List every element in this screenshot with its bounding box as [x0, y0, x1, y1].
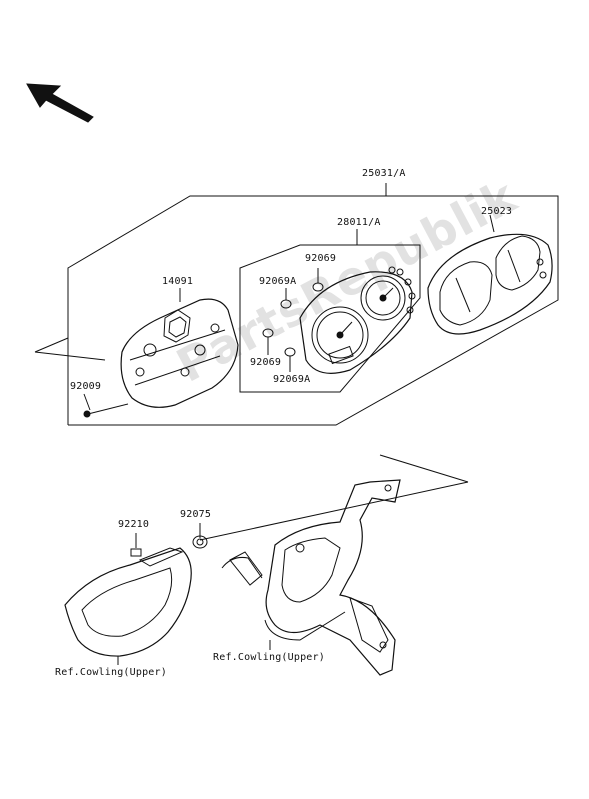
grommets-92069	[262, 268, 324, 372]
callout-25023: 25023	[481, 206, 513, 217]
front-direction-arrow-icon	[26, 83, 94, 123]
bolt-92210	[130, 548, 142, 557]
screw-92009	[83, 393, 129, 418]
callout-92009: 92009	[70, 381, 102, 392]
bracket-pointer-lines	[135, 454, 469, 548]
meter-housing-14091	[120, 288, 239, 408]
assembly-outline-25031a	[34, 183, 559, 426]
cowling-stay-bracket	[221, 479, 401, 676]
callout-92075: 92075	[180, 509, 212, 520]
callout-25031a: 25031/A	[362, 168, 406, 179]
bush-92075	[192, 535, 208, 549]
callout-92069a-bottom: 92069A	[273, 374, 311, 385]
cowling-upper-left	[64, 547, 192, 665]
meter-assembly-28011a	[299, 266, 416, 374]
callout-ref-cowling-right: Ref.Cowling(Upper)	[213, 652, 325, 663]
callout-92069-top: 92069	[305, 253, 337, 264]
callout-92069-bottom: 92069	[250, 357, 282, 368]
callout-92210: 92210	[118, 519, 150, 530]
callout-28011a: 28011/A	[337, 217, 381, 228]
callout-14091: 14091	[162, 276, 194, 287]
callout-92069a-top: 92069A	[259, 276, 297, 287]
meter-cover-25023	[427, 214, 553, 335]
assembly-outline-28011a	[239, 229, 421, 393]
callout-ref-cowling-left: Ref.Cowling(Upper)	[55, 667, 167, 678]
